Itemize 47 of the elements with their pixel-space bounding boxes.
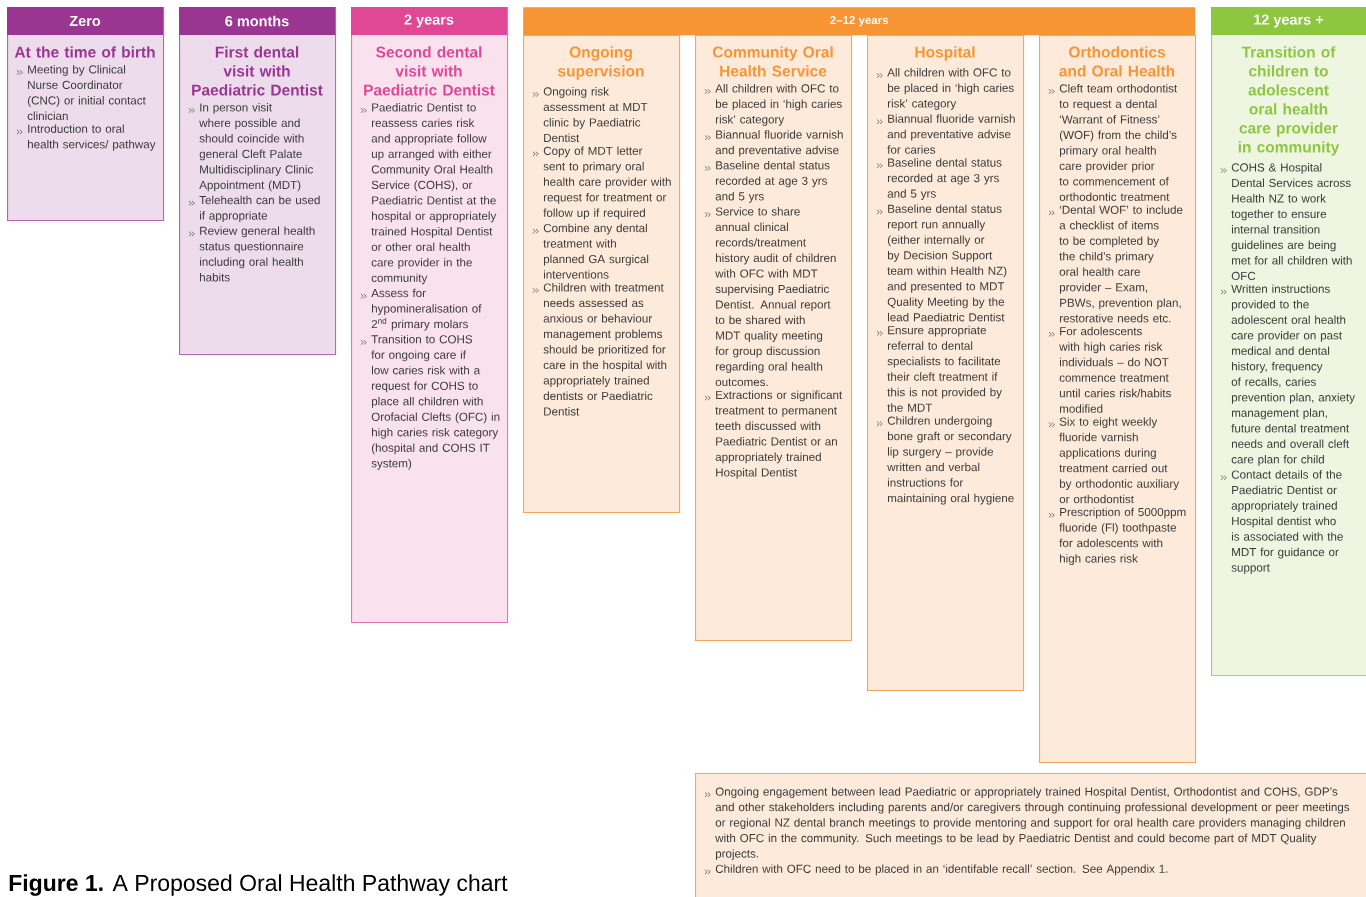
column-title: Hospital: [915, 46, 975, 61]
bullet-item: Biannual fluoride varnish and preventative advise: [704, 130, 843, 157]
bullet-item: Introduction to oral health services/ pathway: [16, 124, 156, 151]
bullet-item: Service to share annual clinical records/treatment history audit of children with OFC with MDT supervising Paediatric Dentist. Annual report to be shared with MDT quality meeting for group discussion regarding oral health outcomes.: [704, 207, 836, 387]
header-band: 2–12 years: [523, 7, 1196, 36]
bullet-item: COHS & Hospital Dental Services across Health NZ to work together to ensure internal transition guidelines are being met for all children with OFC: [1220, 163, 1352, 281]
bullet-item: Baseline dental status recorded at age 3 yrs and 5 yrs: [704, 160, 830, 203]
bullet-item: Copy of MDT letter sent to primary oral health care provider with request for treatment or follow up if required: [532, 146, 671, 220]
bullet-item: Six to eight weekly fluoride varnish applications during treatment carried out by orthodontic auxiliary or orthodontist: [1048, 417, 1180, 504]
header-band: 6 months: [179, 7, 335, 35]
bullet-item: Children with treatment needs assessed as anxious or behaviour management problems should be prioritized for care in the hospital with appropriately trained dentists or Paediatric Dentist: [532, 283, 667, 416]
bullet-item: For adolescents with high caries risk individuals – do NOT commence treatment until caries risk/habits modified: [1048, 326, 1171, 413]
column-title: Ongoing supervision: [558, 46, 644, 80]
bullet-item: Children with OFC need to be placed in an ‘identifable recall’ section. See Appendix 1.: [704, 864, 1168, 876]
column-title: Second dental visit with Paediatric Dentist: [364, 46, 495, 96]
column-title: Orthodontics and Oral Health: [1059, 46, 1175, 77]
bullet-item: Transition to COHS for ongoing care if low caries risk with a request for COHS to place all children with Orofacial Clefts (OFC) in high caries risk category (hospital and COHS IT system): [360, 334, 500, 470]
column-title: Community Oral Health Service: [712, 46, 833, 77]
bullet-item: Meeting by Clinical Nurse Coordinator (CNC) or initial contact clinician: [16, 64, 146, 120]
bullet-item: Baseline dental status recorded at age 3 yrs and 5 yrs: [876, 158, 1002, 200]
header-band: Zero: [7, 7, 163, 35]
column-title: First dental visit with Paediatric Dentist: [192, 46, 323, 96]
bullet-item: Paediatric Dentist to reassess caries risk and appropriate follow up arranged with either Community Oral Health Service (COHS), or Paediatric Dentist at the hospital or appropriately trained Hospital Dentist or other oral health care provider in the community: [360, 102, 497, 285]
bullet-item: Written instructions provided to the adolescent oral health care provider on past medical and dental history, frequency of recalls, caries prevention plan, anxiety management plan, future dental treatment needs and overall cleft care plan for child: [1220, 284, 1355, 466]
bullet-item: Prescription of 5000ppm fluoride (Fl) toothpaste for adolescents with high caries risk: [1048, 507, 1186, 565]
bullet-item: All children with OFC to be placed in ‘high caries risk’ category: [876, 68, 1014, 110]
bullet-item: Combine any dental treatment with planned GA surgical interventions: [532, 223, 649, 279]
bullet-item: Baseline dental status report run annually (either internally or by Decision Support team within Health NZ) and presented to MDT Quality Meeting by the lead Paediatric Dentist: [876, 204, 1007, 322]
bullet-item: In person visit where possible and should coincide with general Cleft Palate Multidisciplinary Clinic Appointment (MDT): [188, 102, 313, 192]
column-title: At the time of birth: [14, 46, 155, 58]
bullet-item: Ongoing risk assessment at MDT clinic by Paediatric Dentist: [532, 87, 648, 143]
bullet-item: Extractions or significant treatment to permanent teeth discussed with Paediatric Dentist or an appropriately trained Hospital Dentist: [704, 390, 843, 479]
bullet-item: Biannual fluoride varnish and preventative advise for caries: [876, 114, 1015, 154]
bullet-item: Ongoing engagement between lead Paediatric or appropriately trained Hospital Dentist, Orthodontist and COHS, GDP’s and other stakeholders including parents and/or caregivers through continuing professional development or peer meetings or regional NZ dental branch meetings to provide mentoring and support for oral health care providers managing children with OFC in the community. Such meetings to be lead by Paediatric Dentist and could become part of MDT Quality projects.: [704, 787, 1350, 860]
bullet-item: Children undergoing bone graft or secondary lip surgery – provide written and verbal instructions for maintaining oral hygiene: [876, 416, 1014, 505]
bullet-item: Ensure appropriate referral to dental specialists to facilitate their cleft treatment if this is not provided by the MDT: [876, 325, 1002, 412]
bullet-item: Telehealth can be used if appropriate: [188, 195, 320, 222]
column-title: Transition of children to adolescent oral health care provider in community: [1238, 46, 1340, 156]
bullet-item: Assess for hypomineralisation of 2$^{nd}$ primary molars: [360, 288, 482, 331]
bullet-item: ‘Dental WOF’ to include a checklist of items to be completed by the child’s primary oral health care provider – Exam, PBWs, prevention plan, restorative needs etc.: [1048, 205, 1183, 323]
bullet-item: Review general health status questionnaire including oral health habits: [188, 226, 315, 282]
header-band: 2 years: [351, 7, 507, 35]
header-band: 12 years +: [1211, 7, 1366, 35]
bullet-item: All children with OFC to be placed in ‘high caries risk’ category: [704, 83, 842, 126]
bullet-item: Contact details of the Paediatric Dentist or appropriately trained Hospital dentist who is associated with the MDT for guidance or support: [1220, 470, 1343, 574]
bullet-item: Cleft team orthodontist to request a dental ‘Warrant of Fitness’ (WOF) from the child’s primary oral health care provider prior to commencement of orthodontic treatment: [1048, 83, 1178, 201]
figure-caption: Figure 1. A Proposed Oral Health Pathway chart: [9, 874, 508, 896]
